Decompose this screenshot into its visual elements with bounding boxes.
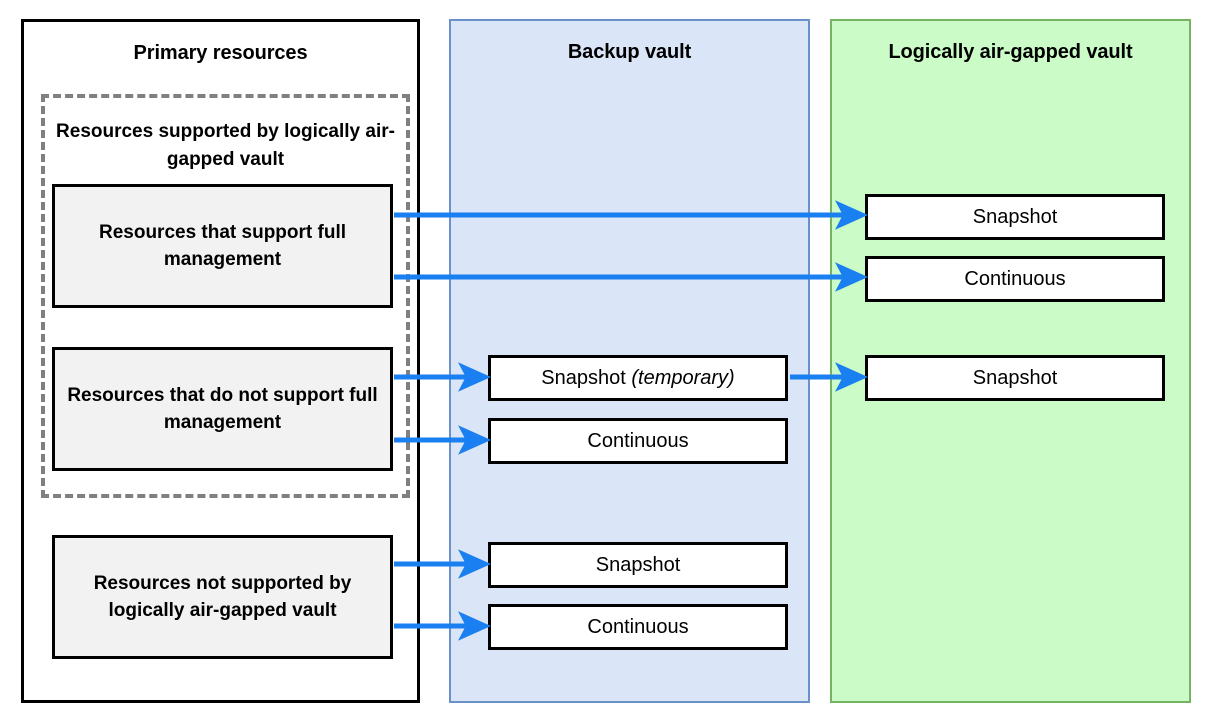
panel-lag-title: Logically air-gapped vault: [888, 41, 1133, 63]
dashed-group-title: Resources supported by logically air-gap…: [56, 121, 395, 170]
lag-vault-continuous-1[interactable]: Continuous: [865, 256, 1165, 302]
backup-vault-snapshot-temporary-label: Snapshot: [541, 366, 626, 389]
panel-primary-title: Primary resources: [133, 42, 308, 64]
panel-backup-title: Backup vault: [567, 41, 692, 63]
lag-vault-snapshot-1[interactable]: Snapshot: [865, 194, 1165, 240]
lag-vault-snapshot-2[interactable]: Snapshot: [865, 355, 1165, 401]
resource-box-no-full-management[interactable]: Resources that do not support full manag…: [52, 347, 393, 471]
backup-vault-snapshot-temporary[interactable]: Snapshot (temporary): [488, 355, 788, 401]
resource-box-full-management[interactable]: Resources that support full management: [52, 184, 393, 308]
backup-vault-snapshot-temporary-suffix: (temporary): [631, 366, 735, 389]
backup-vault-snapshot-2[interactable]: Snapshot: [488, 542, 788, 588]
resource-box-not-supported[interactable]: Resources not supported by logically air…: [52, 535, 393, 659]
backup-vault-continuous-1[interactable]: Continuous: [488, 418, 788, 464]
backup-vault-continuous-2[interactable]: Continuous: [488, 604, 788, 650]
dashed-group-supported-resources: Resources supported by logically air-gap…: [41, 94, 410, 498]
